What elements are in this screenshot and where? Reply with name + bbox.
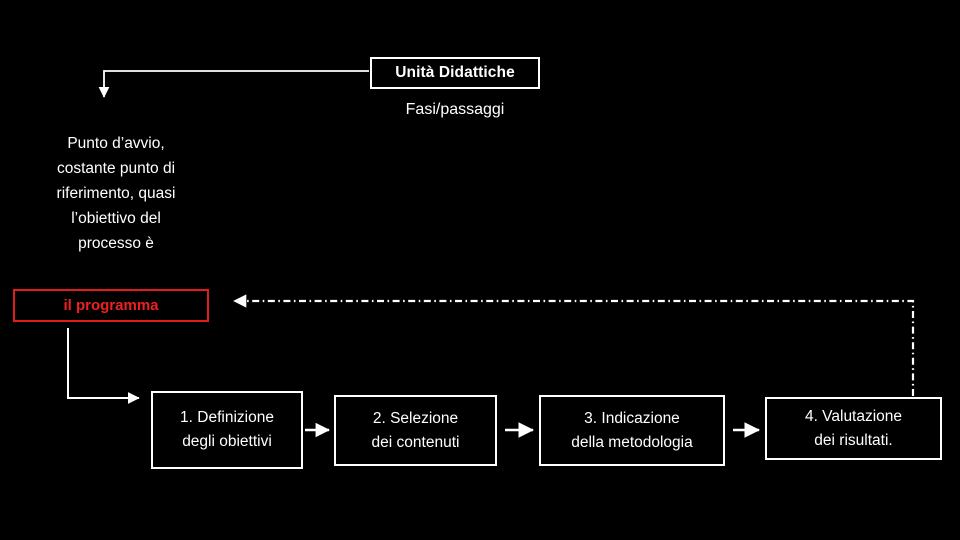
il-programma-label: il programma bbox=[63, 297, 159, 314]
step4-to-programma-dashdot-arrow bbox=[233, 294, 915, 396]
step-box-2-selezione-dei-contenuti: 2. Selezione dei contenuti bbox=[334, 395, 497, 466]
title-box-label: Unità Didattiche bbox=[395, 64, 515, 81]
step-box-1-definizione-degli-obiettivi: 1. Definizione degli obiettivi bbox=[151, 391, 303, 469]
il-programma-box: il programma bbox=[13, 289, 209, 322]
fasi-passaggi-subtitle: Fasi/passaggi bbox=[405, 101, 505, 118]
programma-to-step1-arrow bbox=[67, 328, 140, 404]
title-to-left-down-arrow bbox=[98, 70, 369, 98]
step-box-4-valutazione-dei-risultati: 4. Valutazione dei risultati. bbox=[765, 397, 942, 460]
unita-didattiche-title-box: Unità Didattiche bbox=[370, 57, 540, 89]
step-box-3-indicazione-della-metodologia: 3. Indicazione della metodologia bbox=[539, 395, 725, 466]
punto-avvio-paragraph: Punto d’avvio, costante punto di riferim… bbox=[56, 135, 176, 252]
